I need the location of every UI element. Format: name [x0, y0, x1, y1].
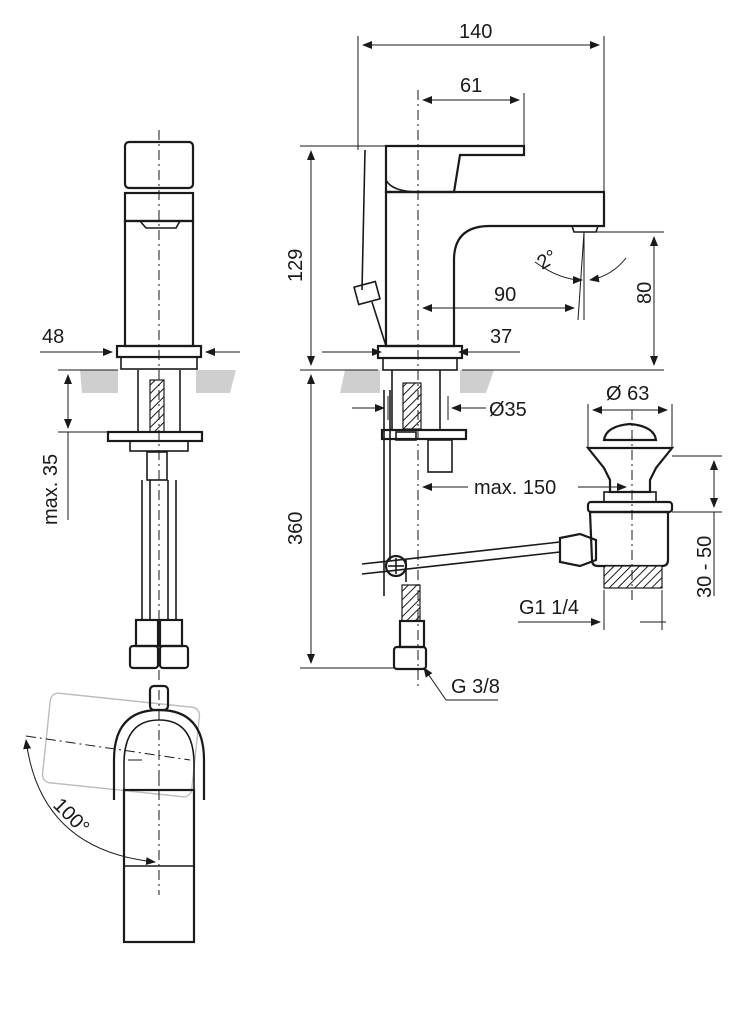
dim-reach-90: 90 [494, 284, 516, 306]
dim-spout-reach: 61 [460, 75, 482, 97]
dim-supply-thread: G 3/8 [451, 676, 500, 698]
waste-flange [585, 446, 675, 494]
front-hose-nut [392, 645, 428, 671]
front-base-ring [382, 357, 458, 371]
dim-depth-360: 360 [285, 512, 307, 545]
dim-adjust-range: 30 - 50 [694, 536, 716, 598]
front-aerator [571, 225, 599, 233]
front-nut [427, 439, 453, 473]
front-lever [384, 144, 526, 194]
front-supply-hose [401, 584, 421, 622]
side-mounting-plate [106, 430, 204, 443]
side-hose-end-left [134, 618, 160, 648]
side-aerator [139, 220, 181, 229]
top-view: 100° [23, 684, 206, 944]
dim-waste-diameter: Ø 63 [606, 383, 649, 405]
side-threaded-rod [149, 379, 165, 433]
dim-max-150: max. 150 [474, 477, 556, 499]
side-nut [146, 451, 168, 481]
front-counter-right [460, 370, 494, 393]
waste-plug-cap [602, 422, 658, 442]
dim-height: 129 [285, 249, 307, 282]
side-lever [123, 140, 195, 190]
side-hose-end-right [158, 618, 184, 648]
dim-base-width: 48 [42, 326, 64, 348]
front-view: 140 61 129 80 2° 90 37 Ø35 [285, 21, 664, 701]
front-mounting-plate [380, 428, 468, 441]
waste-body [588, 510, 670, 568]
popup-knob [353, 280, 381, 306]
side-counter-left [80, 370, 118, 393]
waste-fitting: Ø 63 30 - 50 G1 1/4 [518, 383, 722, 630]
dim-spout-angle: 2° [534, 246, 562, 275]
front-base [376, 344, 464, 360]
dim-offset-37: 37 [490, 326, 512, 348]
front-hose-end [398, 619, 426, 649]
front-counter-left [340, 370, 380, 393]
dim-lever-angle: 100° [48, 794, 93, 839]
waste-thread [603, 565, 663, 589]
side-hose-nut-left [128, 644, 160, 670]
dim-width-total: 140 [459, 21, 492, 43]
waste-linkage-nut [558, 532, 598, 568]
side-hose-nut-right [158, 644, 190, 670]
side-counter-right [196, 370, 236, 393]
dim-hole-diameter: Ø35 [489, 399, 527, 421]
dim-waste-thread: G1 1/4 [519, 597, 579, 619]
side-view: 48 max. 35 [40, 130, 240, 680]
top-lever-ghost [41, 692, 201, 798]
front-body-spout [384, 190, 606, 348]
dim-spout-clearance: 80 [634, 282, 656, 304]
dim-max-thickness: max. 35 [40, 454, 62, 525]
waste-seal [586, 500, 674, 514]
